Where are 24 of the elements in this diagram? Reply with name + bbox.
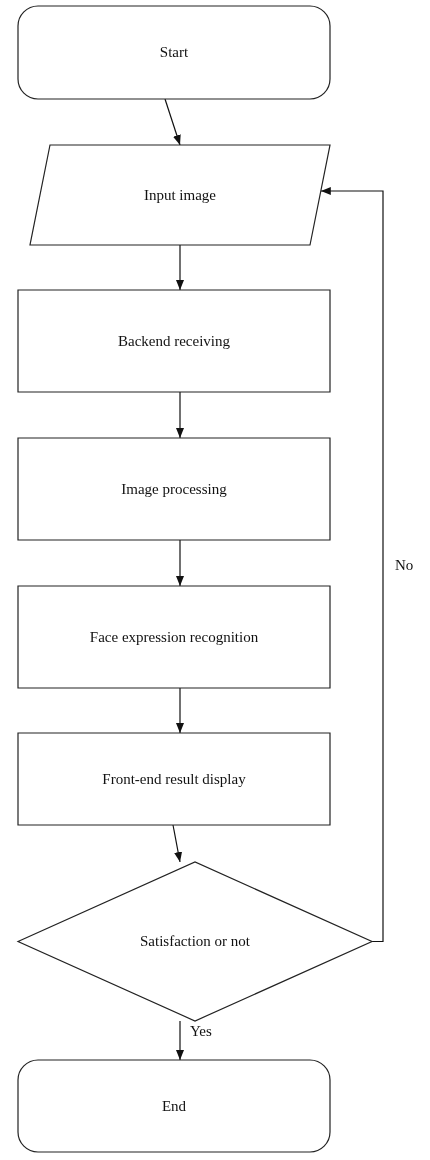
node-label: Start — [159, 44, 189, 61]
arrow — [172, 824, 183, 863]
arrow — [320, 187, 384, 943]
process-box — [18, 586, 330, 688]
arrow — [176, 539, 184, 587]
arrow — [176, 244, 184, 291]
node-label: Image processing — [121, 480, 227, 498]
terminal-box — [18, 1060, 330, 1152]
node-label: Backend receiving — [118, 332, 230, 350]
terminal-box — [18, 6, 330, 99]
node-label: Satisfaction or not — [140, 933, 250, 950]
decision-diamond — [18, 862, 372, 1021]
arrow — [176, 687, 184, 734]
arrow — [176, 391, 184, 439]
arrow — [164, 98, 181, 146]
node-label: Face expression recognition — [89, 628, 259, 646]
node-label: Front-end result display — [102, 770, 246, 788]
input-parallelogram — [30, 145, 330, 245]
node-label: End — [161, 1097, 187, 1115]
node-label: Input image — [143, 186, 217, 204]
process-box — [18, 290, 330, 392]
arrow — [176, 1020, 184, 1061]
process-box — [18, 438, 330, 540]
process-box — [18, 733, 330, 825]
